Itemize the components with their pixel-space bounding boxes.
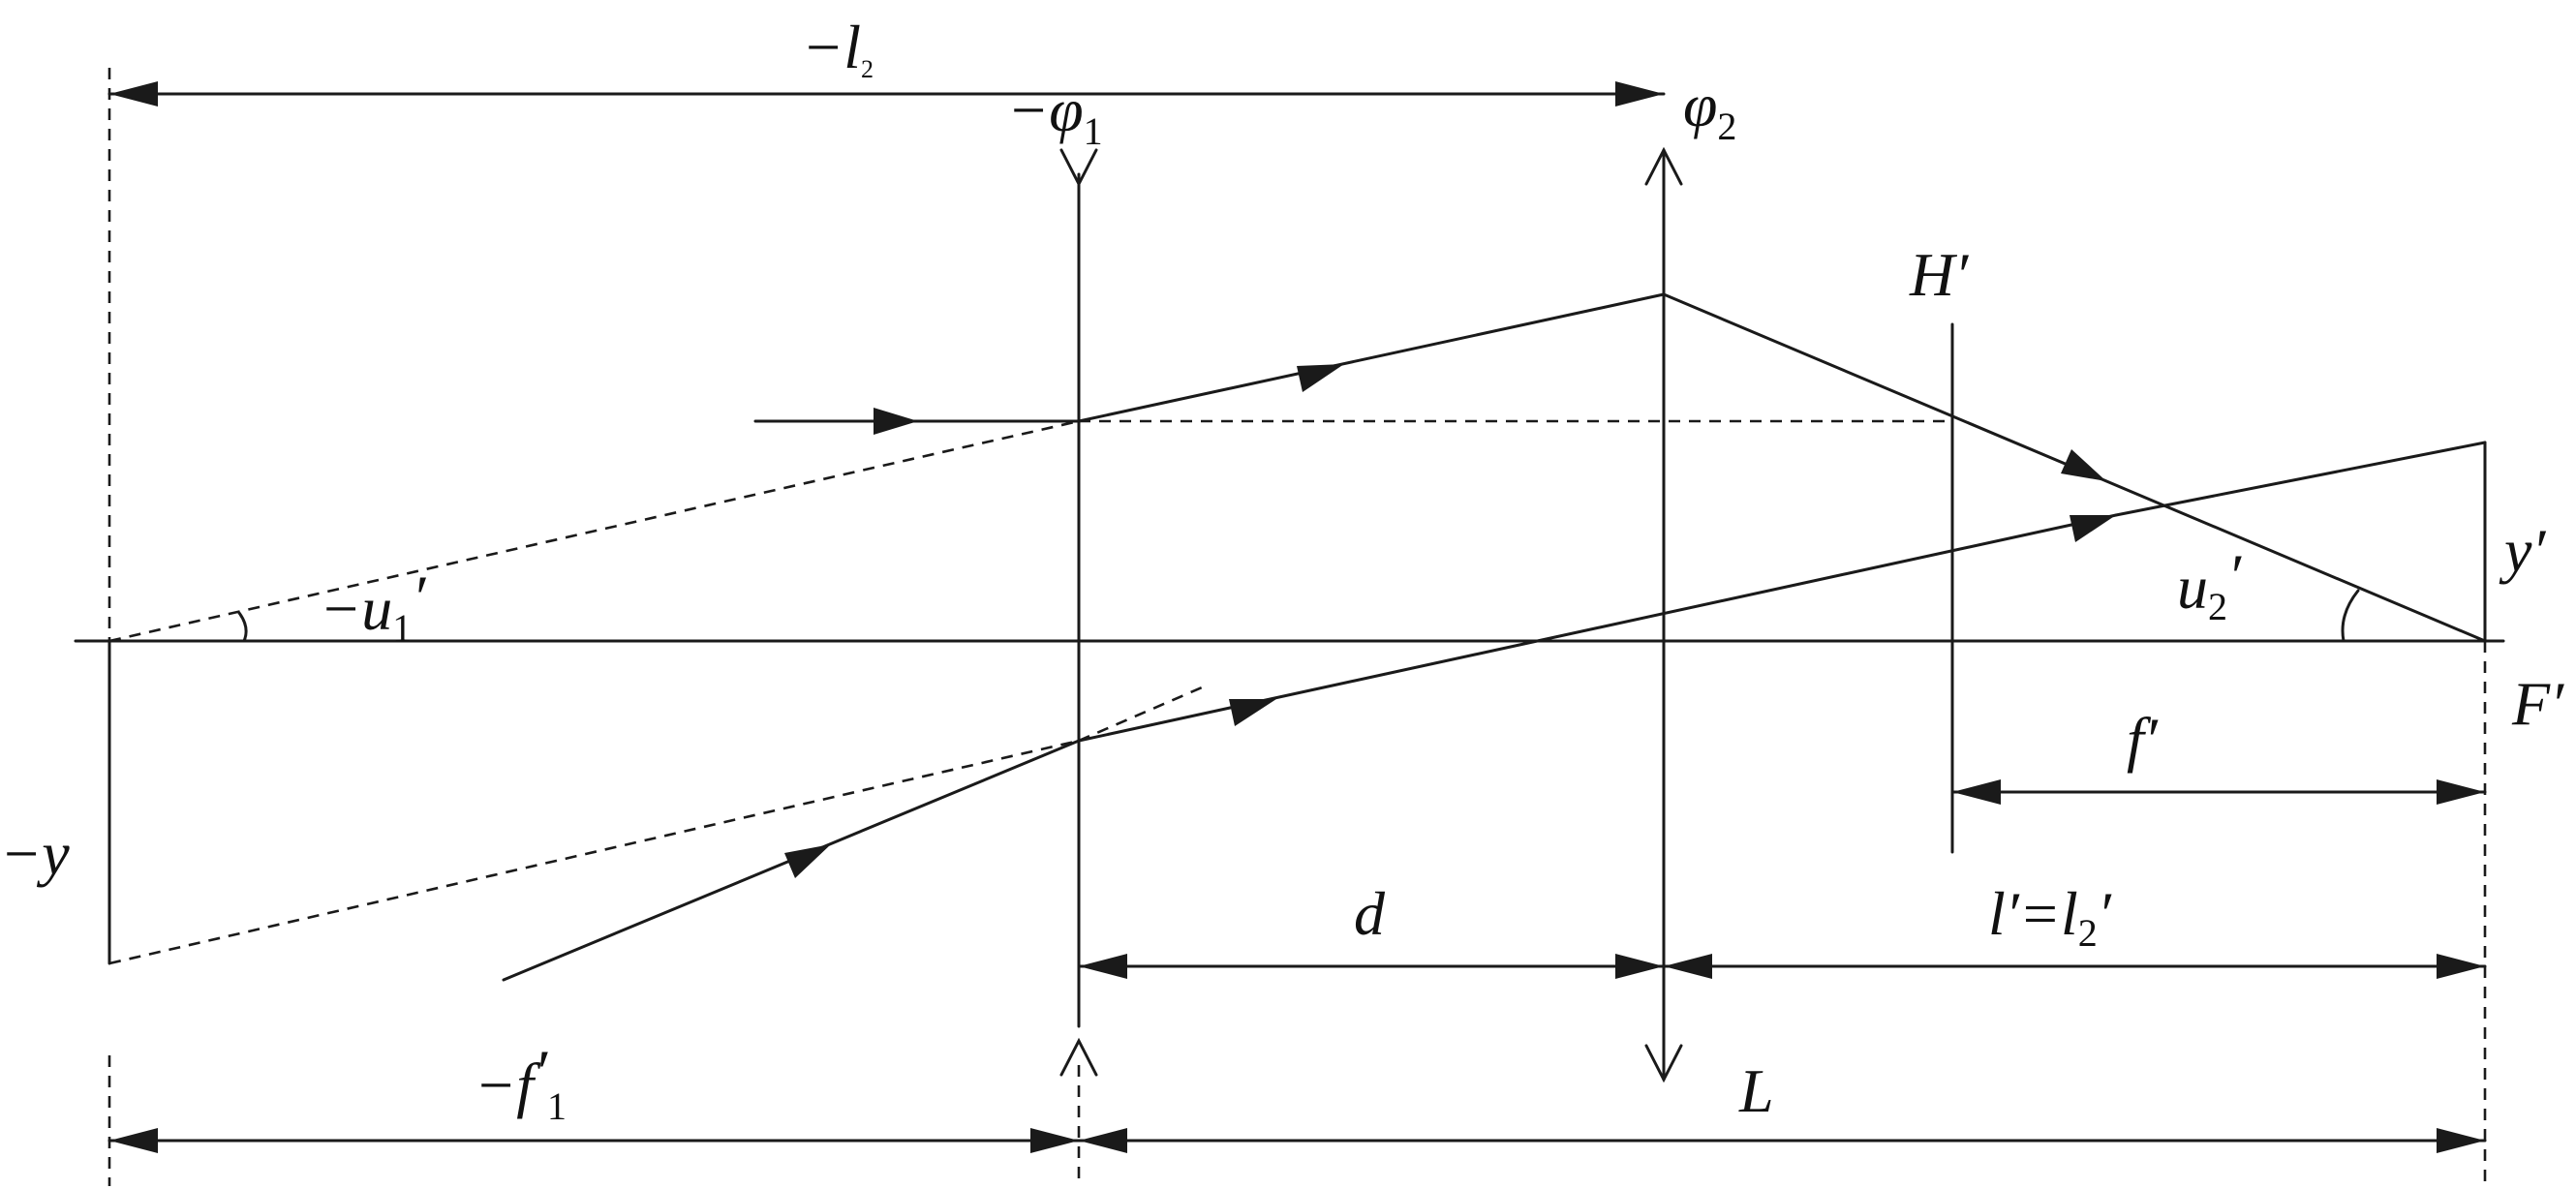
label-neg-f1-prime: −f′1	[475, 1037, 567, 1128]
ray2-arrowhead-3	[2070, 515, 2116, 542]
label-neg-phi1: −φ1	[1007, 76, 1103, 153]
label-f-prime: f′	[2127, 705, 2159, 774]
dim-L-arrow-left	[1079, 1128, 1127, 1153]
ray2-to-image	[2114, 441, 2487, 517]
label-phi2: φ2	[1683, 71, 1736, 148]
dim-f1-arrow-left	[109, 1128, 158, 1153]
ray1-arrowhead-1	[874, 408, 918, 435]
label-l-prime-eq-l2-prime: l′=l2′	[1988, 879, 2112, 955]
label-u2-prime: u2′	[2177, 541, 2242, 628]
dim-l-prime-arrow-left	[1664, 954, 1712, 979]
dim-l2-arrow-left	[109, 81, 158, 107]
lens2-top-arrowhead	[1644, 146, 1683, 186]
label-h-prime: H′	[1909, 240, 1969, 309]
ray1-arrowhead-3	[2061, 449, 2106, 481]
ray2-virtual-dashed	[108, 739, 1080, 965]
lens2-bottom-arrowhead	[1644, 1044, 1683, 1083]
dim-l-prime-arrow-right	[2437, 954, 2485, 979]
label-neg-l2: −l2	[802, 13, 874, 83]
angle-u2-arc	[2341, 589, 2360, 643]
dim-d-arrow-left	[1079, 954, 1127, 979]
label-F-prime: F′	[2511, 669, 2564, 738]
label-neg-u1-prime: −u1′	[320, 563, 426, 650]
dim-L-arrow-right	[2437, 1128, 2485, 1153]
ray1-virtual-dashed	[108, 419, 1080, 643]
dim-f-prime-arrow-right	[2437, 779, 2485, 805]
dim-f-prime-arrow-left	[1952, 779, 2001, 805]
ray1-after-lens1	[1077, 292, 1666, 423]
lens1-top-cap	[1059, 148, 1098, 188]
dim-d-arrow-right	[1615, 954, 1664, 979]
dim-f1-arrow-right	[1030, 1128, 1079, 1153]
angle-u1-arc	[237, 611, 248, 643]
label-y-prime: y′	[2499, 516, 2546, 585]
label-d: d	[1354, 879, 1386, 948]
dim-l2-arrow-right	[1615, 81, 1664, 107]
ray2-arrowhead-2	[1229, 699, 1276, 726]
ray1-arrowhead-2	[1297, 364, 1344, 392]
lens1-bottom-cap	[1059, 1037, 1098, 1077]
label-neg-y: −y	[0, 819, 70, 888]
ray2-extension-dashed	[1078, 683, 1210, 743]
ray2-arrowhead-1	[784, 844, 831, 878]
label-L: L	[1738, 1056, 1774, 1125]
